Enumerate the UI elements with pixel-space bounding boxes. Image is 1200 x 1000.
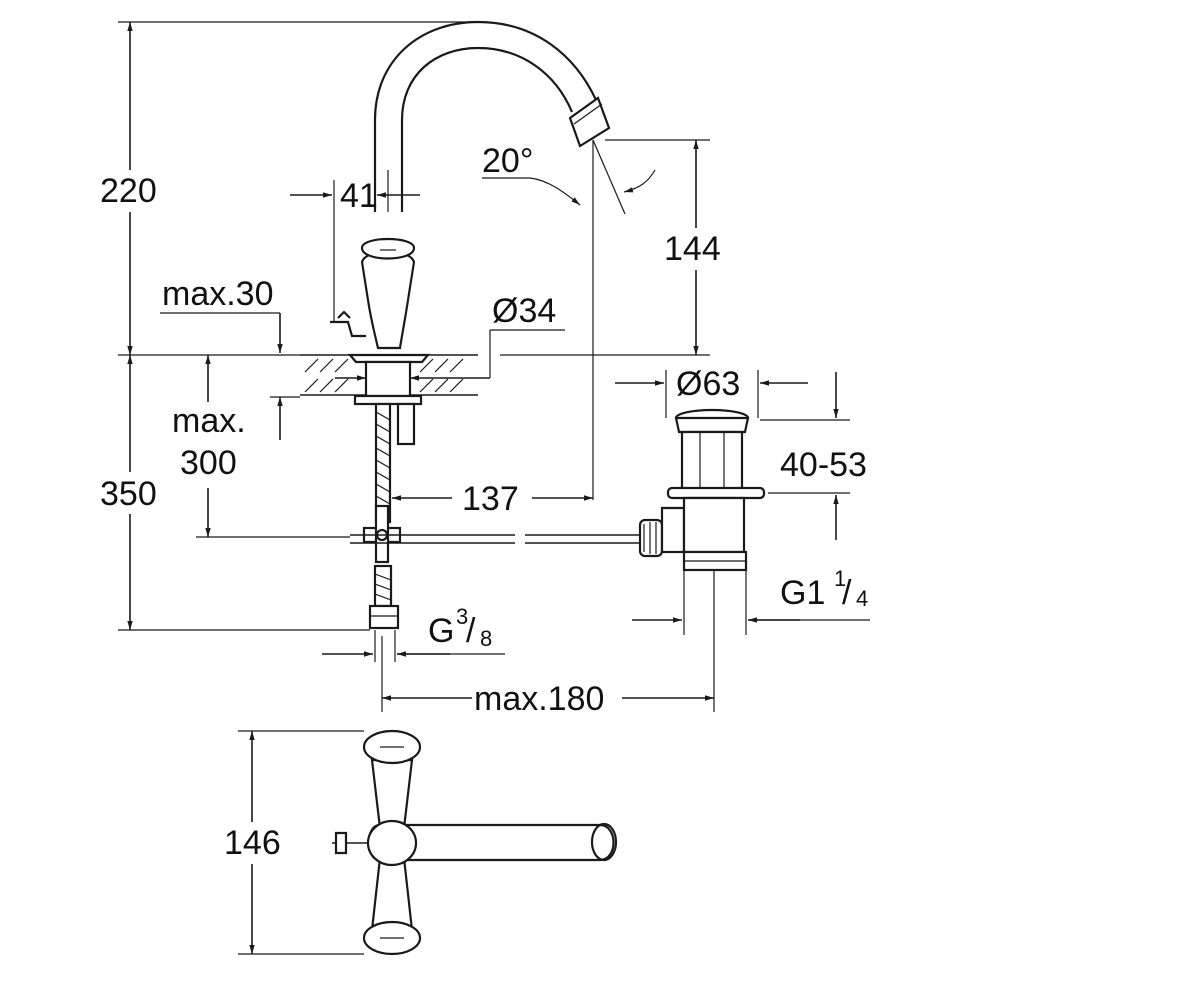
- svg-text:/: /: [842, 574, 852, 612]
- dim-146: 146: [224, 824, 281, 862]
- lever-handle: [360, 238, 416, 260]
- spout-inner: [400, 46, 574, 212]
- g38-denominator: 8: [480, 626, 492, 651]
- dim-max-30: max.30: [162, 275, 274, 313]
- faucet-side-view: [300, 20, 611, 630]
- g1-denominator: 4: [856, 586, 868, 611]
- g38-main-text: G: [428, 612, 454, 650]
- dim-40-53: 40-53: [780, 446, 867, 484]
- dim-max-180: max.180: [474, 680, 604, 718]
- mixer-body: [360, 250, 416, 350]
- dim-20-degrees: 20°: [482, 142, 533, 180]
- g1-main-text: G1: [780, 574, 825, 612]
- dimension-lines: [118, 21, 870, 955]
- dim-41: 41: [340, 177, 378, 215]
- g38-numerator: 3: [456, 604, 468, 629]
- dim-diameter-63: Ø63: [676, 365, 740, 403]
- dim-144: 144: [664, 230, 721, 268]
- dim-g-3-8: G 3 / 8: [428, 604, 492, 651]
- dim-max-300-line2: 300: [180, 444, 237, 482]
- flexible-hose: [374, 402, 392, 524]
- pop-up-rod: [330, 320, 366, 338]
- countertop-section: [300, 354, 478, 396]
- spout-aerator: [568, 96, 611, 148]
- spout-outer: [373, 20, 597, 212]
- dim-g1-1-4: G1 1 / 4: [780, 566, 868, 612]
- dim-350: 350: [100, 475, 157, 513]
- dim-diameter-34: Ø34: [492, 292, 556, 330]
- pop-up-waste: [350, 408, 766, 572]
- dim-137: 137: [462, 480, 519, 518]
- g1-numerator: 1: [834, 566, 846, 591]
- dim-220: 220: [100, 172, 157, 210]
- dim-max-300-line1: max.: [172, 402, 246, 440]
- svg-text:/: /: [466, 612, 476, 650]
- faucet-top-view: [332, 729, 618, 956]
